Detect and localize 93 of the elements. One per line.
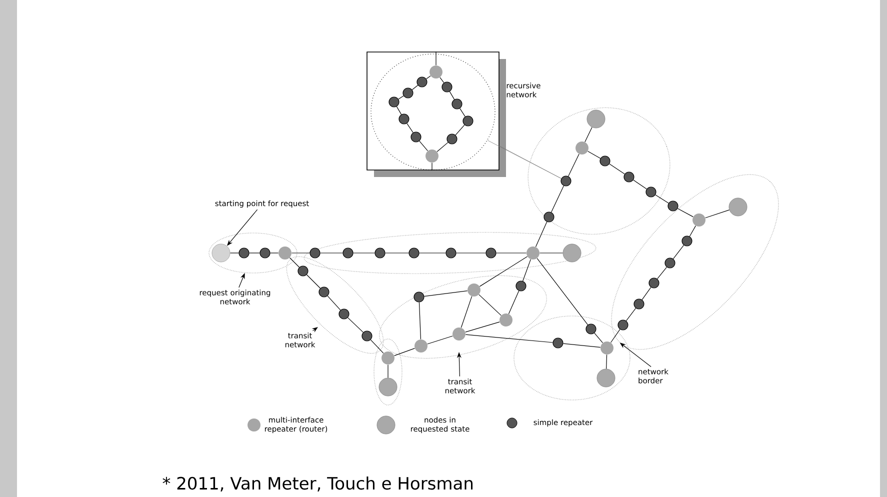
link-line (677, 208, 694, 218)
link-line (508, 290, 520, 314)
repeater-node (298, 266, 308, 276)
link-line (419, 252, 446, 254)
link-line (370, 340, 384, 354)
repeater-node (664, 258, 676, 268)
router-node (452, 328, 466, 340)
requested-node (586, 110, 606, 128)
link-line (353, 252, 375, 254)
repeater-node (342, 248, 354, 258)
link-line (230, 252, 239, 254)
repeater-node (374, 248, 386, 258)
link-line (496, 252, 527, 254)
link-line (562, 343, 601, 348)
link-line (249, 252, 260, 254)
requested-node (378, 378, 398, 396)
link-line (568, 154, 580, 177)
repeater-node (682, 236, 692, 246)
router-node (526, 246, 540, 260)
repeater-node (646, 186, 656, 198)
link-line (610, 329, 620, 343)
link-line (633, 180, 647, 190)
link-line (657, 266, 667, 280)
link-line (655, 194, 669, 204)
repeater-node (668, 200, 678, 212)
requested-node (596, 368, 616, 388)
start-node (212, 244, 230, 262)
link-line (320, 252, 343, 254)
link-line (606, 354, 608, 370)
router-node (468, 284, 480, 296)
link-line (609, 164, 625, 174)
link-line (672, 244, 684, 260)
link-line (385, 252, 409, 254)
link-line (539, 252, 564, 254)
router-node (500, 314, 512, 326)
link-line (479, 256, 528, 287)
link-line (424, 290, 468, 297)
link-line (522, 259, 532, 282)
link-line (289, 257, 300, 268)
link-line (270, 252, 279, 254)
link-line (584, 127, 592, 142)
repeater-node (414, 292, 424, 302)
link-line (550, 185, 564, 212)
link-line (536, 258, 588, 326)
link-line (460, 296, 472, 328)
link-line (394, 348, 415, 356)
requested-node (562, 244, 582, 262)
repeater-node (560, 176, 572, 186)
repeater-node (544, 212, 554, 222)
zoom-line (499, 146, 562, 179)
link-line (327, 296, 341, 310)
link-line (427, 336, 453, 344)
link-line (626, 308, 636, 322)
repeater-node (618, 320, 628, 330)
link-line (594, 332, 603, 344)
link-line (642, 287, 652, 300)
router-node (600, 342, 614, 354)
link-line (588, 150, 601, 159)
link-line (291, 252, 310, 254)
link-line (478, 294, 502, 316)
router-node (382, 352, 394, 364)
link-line (306, 274, 321, 289)
link-line (535, 222, 548, 248)
repeater-node (362, 330, 372, 342)
caption: * 2011, Van Meter, Touch e Horsman (162, 476, 473, 492)
repeater-node (338, 308, 350, 320)
link-line (465, 334, 554, 343)
link-line (348, 317, 364, 333)
network-ellipse (208, 232, 298, 274)
requested-node (728, 198, 748, 216)
link-line (705, 210, 730, 218)
repeater-node (648, 278, 660, 288)
router-node (414, 340, 428, 352)
repeater-node (446, 248, 456, 258)
repeater-node (318, 286, 330, 298)
link-line (418, 302, 422, 340)
router-node (576, 142, 588, 154)
router-node (278, 246, 292, 260)
link-line (456, 252, 486, 254)
repeater-node (586, 324, 596, 334)
link-line (689, 226, 696, 237)
repeater-node (486, 248, 496, 258)
repeater-node (516, 280, 526, 292)
repeater-node (600, 156, 610, 166)
repeater-node (310, 248, 320, 258)
repeater-node (624, 172, 634, 182)
repeater-node (408, 248, 420, 258)
repeater-node (238, 248, 250, 258)
router-node (692, 214, 706, 226)
repeater-node (634, 298, 644, 310)
repeater-node (260, 248, 270, 258)
link-line (465, 322, 500, 332)
repeater-node (552, 338, 564, 348)
